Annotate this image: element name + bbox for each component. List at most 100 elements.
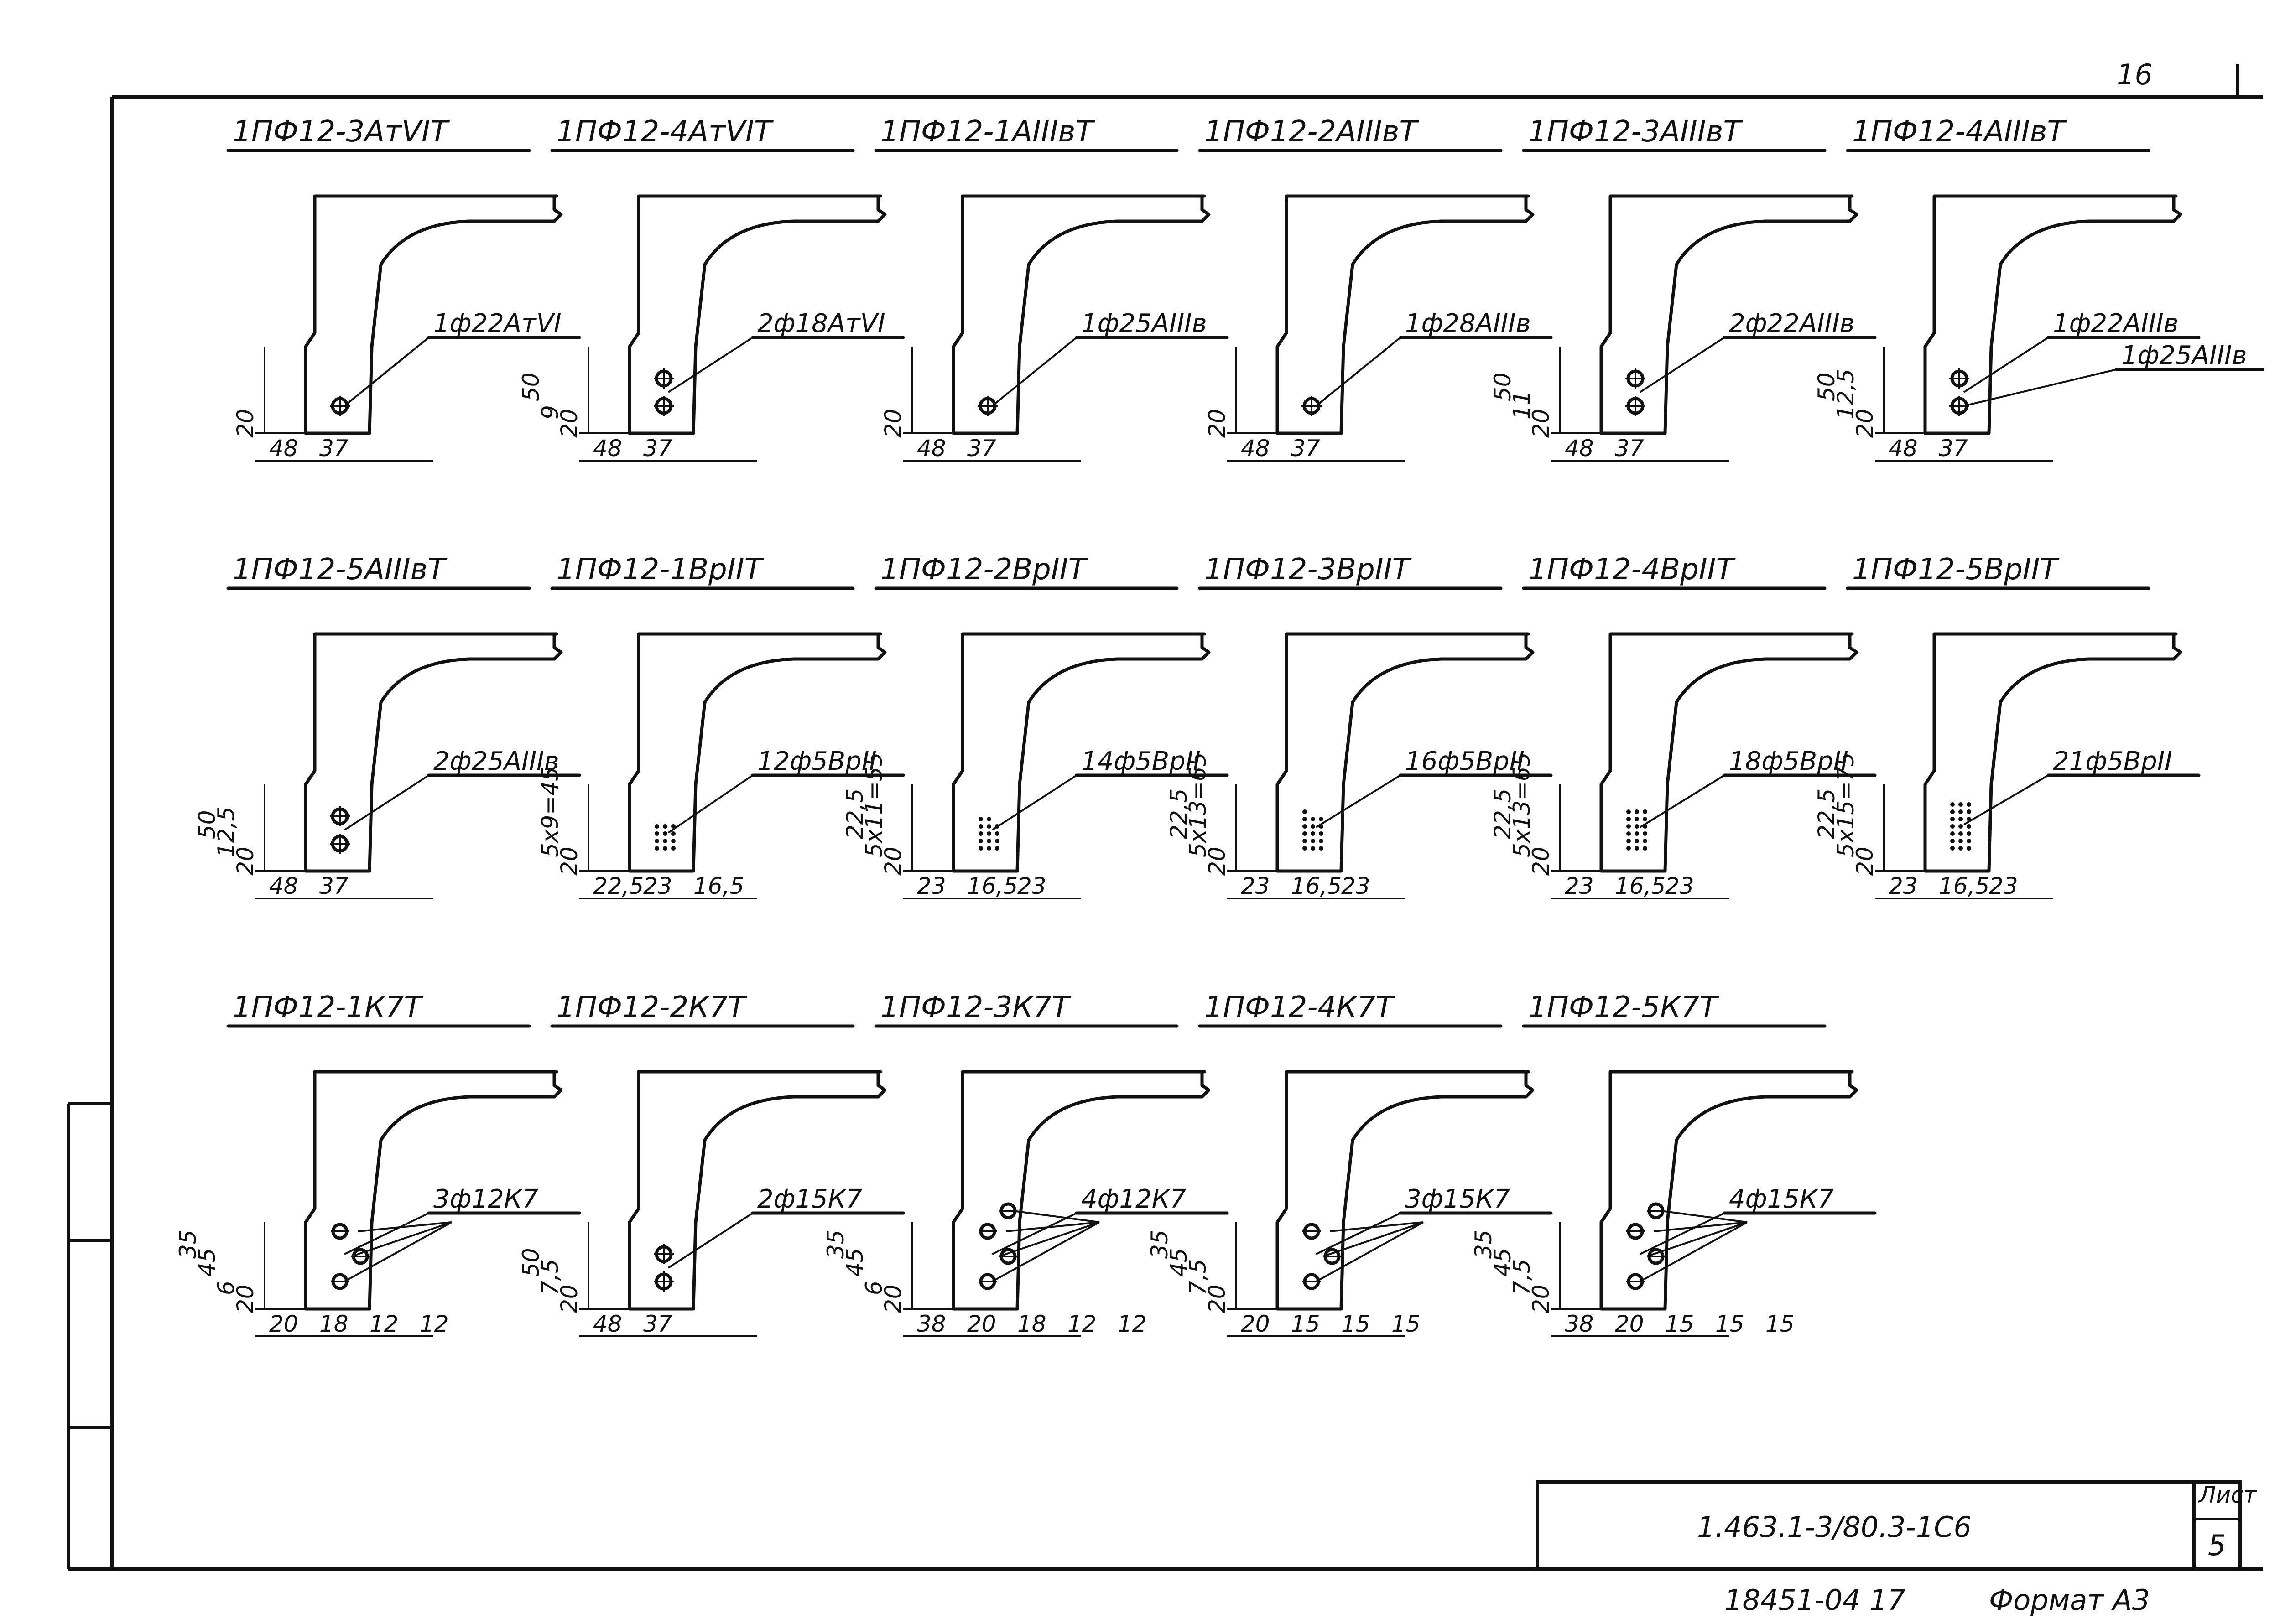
rebar-leader [999, 1221, 1100, 1257]
dimension-value: 48 [269, 435, 298, 462]
rebar-leader [351, 1221, 452, 1257]
rebar-label: 2ф25АIIIв [433, 747, 559, 776]
dimension-value: 37 [643, 1311, 672, 1337]
wire-dot [987, 824, 991, 829]
dimension-value: 50 [518, 372, 544, 401]
dimension-value: 50 [1813, 372, 1840, 401]
rebar-leader [1329, 1221, 1424, 1232]
rebar-leader [1640, 1221, 1748, 1282]
dimension-value: 22,5 [842, 789, 868, 839]
wire-dot [1311, 817, 1315, 821]
wire-dot [1643, 809, 1647, 814]
page-number: 16 [2117, 58, 2153, 91]
wire-dot [979, 839, 983, 843]
dimension-value: 22,5 [1813, 789, 1840, 839]
wire-dot [1311, 839, 1315, 843]
dimension-value: 35 [175, 1230, 201, 1259]
dimension-value: 45 [1166, 1248, 1192, 1277]
rebar-label: 1ф28АIIIв [1405, 309, 1531, 338]
dimension-value: 20 [556, 409, 583, 438]
dimension-value: 20 [232, 1284, 259, 1313]
format-text: Формат А3 [1989, 1583, 2150, 1617]
dimension-value: 7,5 [537, 1259, 563, 1295]
wire-dot [663, 824, 667, 829]
dimension-value: 16,5 [693, 873, 744, 899]
detail-title: 1ПФ12-5К7Т [1528, 991, 1719, 1024]
rebar-label: 1ф22АтVI [433, 309, 562, 338]
break-line [1848, 632, 1858, 661]
rebar-leader [1963, 337, 2049, 393]
wire-dot [655, 831, 659, 836]
rebar-label: 21ф5ВрII [2053, 747, 2172, 776]
dimension-value: 22,5 [1166, 789, 1192, 839]
rebar-leader [344, 1212, 429, 1255]
dimension-value: 48 [269, 873, 298, 899]
detail-6: 1ПФ12-4АIIIвТ1ф22АIIIв1ф25АIIIв2012,5504… [1813, 115, 2264, 462]
dimension-value: 37 [967, 435, 996, 462]
break-line [1200, 1070, 1211, 1099]
detail-title: 1ПФ12-3АтVIТ [233, 115, 450, 149]
section-outline [304, 1070, 558, 1311]
dimension-value: 20 [880, 409, 906, 438]
section-outline [1275, 1070, 1530, 1311]
dimension-value: 16,5 [1291, 873, 1342, 899]
dimension-value: 23 [1241, 873, 1270, 899]
sheet-number: 5 [2208, 1529, 2226, 1562]
dimension-value: 15 [1715, 1311, 1744, 1337]
dimension-value: 37 [1939, 435, 1968, 462]
wire-dot [671, 839, 676, 843]
dimension-value: 37 [1291, 435, 1320, 462]
rebar-leader [1315, 774, 1401, 828]
wire-dot [995, 846, 999, 851]
wire-dot [1643, 817, 1647, 821]
dimension-value: 48 [1889, 435, 1918, 462]
break-line [2172, 194, 2182, 223]
rebar-leader [1012, 1210, 1100, 1223]
dimension-value: 7,5 [1509, 1259, 1535, 1295]
dimension-value: 12 [1118, 1311, 1147, 1337]
dimension-value: 37 [1615, 435, 1644, 462]
footer-text: 18451-04 17 [1724, 1583, 1905, 1617]
dimension-value: 15 [1391, 1311, 1421, 1337]
rebar-label: 3ф15К7 [1405, 1184, 1510, 1214]
wire-dot [1635, 831, 1639, 836]
rebar-label: 2ф18АтVI [757, 309, 885, 338]
dimension-value: 20 [1241, 1311, 1270, 1337]
rebar-leader [1639, 774, 1725, 828]
title-block [1536, 1480, 2242, 1571]
wire-dot [1319, 846, 1323, 851]
dimension-value: 5х9=45 [537, 767, 563, 857]
rebar-leader [1963, 774, 2049, 825]
break-line [1200, 194, 1211, 223]
wire-dot [1958, 846, 1963, 851]
wire-dot [1958, 817, 1963, 821]
rebar-leader [344, 1221, 452, 1282]
section-outline [1923, 194, 2178, 435]
dimension-value: 23 [1341, 873, 1370, 899]
dimension-value: 16,5 [1615, 873, 1666, 899]
detail-title: 1ПФ12-4АIIIвТ [1852, 115, 2067, 149]
wire-dot [1958, 839, 1963, 843]
dimension-value: 9 [537, 405, 563, 420]
detail-title: 1ПФ12-3АIIIвТ [1528, 115, 1743, 149]
dimension-value: 20 [556, 1284, 583, 1313]
detail-title: 1ПФ12-5АIIIвТ [233, 553, 448, 586]
dimension-value: 23 [917, 873, 946, 899]
dimension-value: 50 [194, 810, 220, 839]
dimension-value: 20 [269, 1311, 298, 1337]
document-code: 1.463.1-3/80.3-1C6 [1697, 1510, 1972, 1544]
dimension-value: 23 [1665, 873, 1694, 899]
break-line [876, 194, 887, 223]
dimension-value: 16,5 [1939, 873, 1989, 899]
detail-title: 1ПФ12-4К7Т [1204, 991, 1395, 1024]
detail-title: 1ПФ12-5ВрIIТ [1852, 553, 2060, 586]
wire-dot [1958, 831, 1963, 836]
dimension-value: 20 [1852, 846, 1878, 876]
wire-dot [1958, 802, 1963, 807]
dimension-value: 20 [1615, 1311, 1644, 1337]
